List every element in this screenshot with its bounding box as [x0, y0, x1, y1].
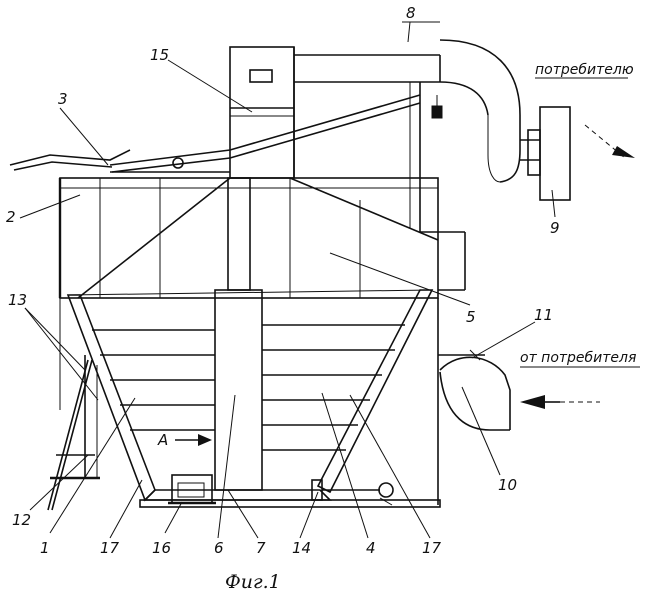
callout-8: 8 — [406, 4, 416, 22]
callout-13: 13 — [8, 291, 27, 309]
label-a: А — [157, 431, 168, 449]
callout-6: 6 — [214, 539, 224, 557]
callout-11: 11 — [534, 306, 553, 324]
callout-15: 15 — [150, 46, 169, 64]
hopper — [60, 290, 440, 507]
callout-10: 10 — [498, 476, 517, 494]
callout-7: 7 — [256, 539, 266, 557]
support-frame — [48, 355, 100, 510]
callout-1: 1 — [40, 539, 50, 557]
callout-9: 9 — [550, 219, 560, 237]
callout-3: 3 — [58, 90, 68, 108]
callout-16: 16 — [152, 539, 171, 557]
callout-17-left: 17 — [100, 539, 120, 557]
callout-14: 14 — [292, 539, 311, 557]
label-from-consumer: от потребителя — [520, 350, 636, 366]
callouts: 15 8 3 2 13 12 1 17 16 6 7 14 4 17 5 11 … — [6, 4, 560, 557]
upper-tower — [230, 47, 294, 178]
leader-lines — [20, 22, 640, 538]
callout-12: 12 — [12, 511, 31, 529]
callout-5: 5 — [466, 308, 476, 326]
figure-caption: Фиг.1 — [225, 571, 281, 593]
callout-4: 4 — [366, 539, 376, 557]
top-duct — [294, 40, 540, 232]
conveyor — [10, 95, 442, 172]
label-to-consumer: потребителю — [535, 62, 634, 78]
brick-chimney — [215, 178, 262, 490]
callout-17-right: 17 — [422, 539, 442, 557]
flow-arrows — [175, 125, 635, 446]
firebox-door — [168, 475, 216, 503]
inlet-pipe — [438, 350, 510, 430]
callout-2: 2 — [6, 208, 16, 226]
fan — [528, 107, 570, 200]
burner-assembly — [312, 480, 393, 505]
